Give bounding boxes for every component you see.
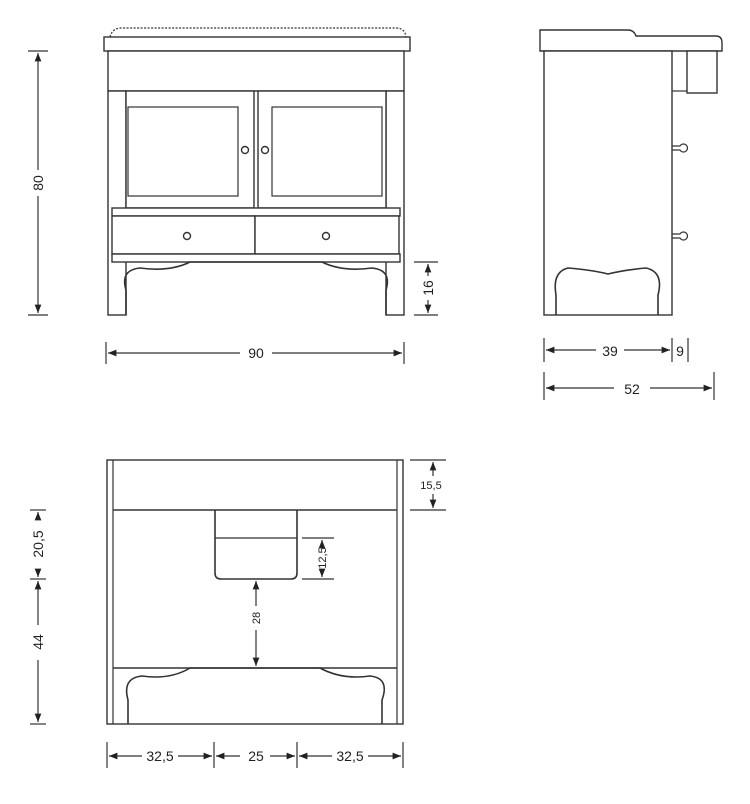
back-top-band-label: 15,5 xyxy=(420,480,441,492)
side-body xyxy=(543,50,673,316)
back-outer-frame xyxy=(106,459,404,725)
front-scalloped-skirt xyxy=(123,261,389,315)
front-height-label: 80 xyxy=(30,175,46,191)
front-left-door xyxy=(125,90,255,209)
back-scalloped-skirt xyxy=(125,667,386,724)
side-total-depth-label: 52 xyxy=(624,381,640,397)
front-left-post xyxy=(107,90,127,316)
front-leg-height-label: 16 xyxy=(420,280,436,296)
side-overhang-box xyxy=(686,50,718,94)
front-left-door-panel xyxy=(127,106,239,197)
front-bottom-rail xyxy=(111,253,401,263)
front-countertop-top xyxy=(109,27,407,38)
back-right-label: 32,5 xyxy=(336,748,363,764)
side-view: 39 9 52 xyxy=(539,29,723,400)
front-right-door-panel xyxy=(271,106,383,197)
back-opening xyxy=(214,510,298,580)
side-countertop xyxy=(539,29,723,52)
front-right-post xyxy=(385,90,405,316)
side-depth-label: 39 xyxy=(602,343,618,359)
back-floor-to-opening-label: 28 xyxy=(251,612,263,624)
front-left-knob xyxy=(240,145,250,155)
front-drawer-rail xyxy=(111,207,401,217)
back-view: 15,5 20,5 44 12,5 28 32,5 25 32,5 xyxy=(30,459,446,768)
front-right-drawer-knob xyxy=(321,231,331,241)
front-width-label: 90 xyxy=(248,345,264,361)
back-left-label: 32,5 xyxy=(146,748,173,764)
side-overhang-label: 9 xyxy=(676,343,684,359)
front-apron xyxy=(107,50,405,92)
front-right-knob xyxy=(260,145,270,155)
back-opening-height-label: 20,5 xyxy=(30,530,46,557)
front-left-drawer-knob xyxy=(182,231,192,241)
side-scalloped-skirt xyxy=(554,267,661,315)
front-right-door xyxy=(257,90,387,209)
front-view: 80 90 16 xyxy=(28,27,438,364)
back-center-label: 25 xyxy=(248,748,264,764)
front-countertop xyxy=(103,36,411,52)
back-opening-inner-label: 12,5 xyxy=(317,547,329,568)
back-lower-height-label: 44 xyxy=(30,634,46,650)
